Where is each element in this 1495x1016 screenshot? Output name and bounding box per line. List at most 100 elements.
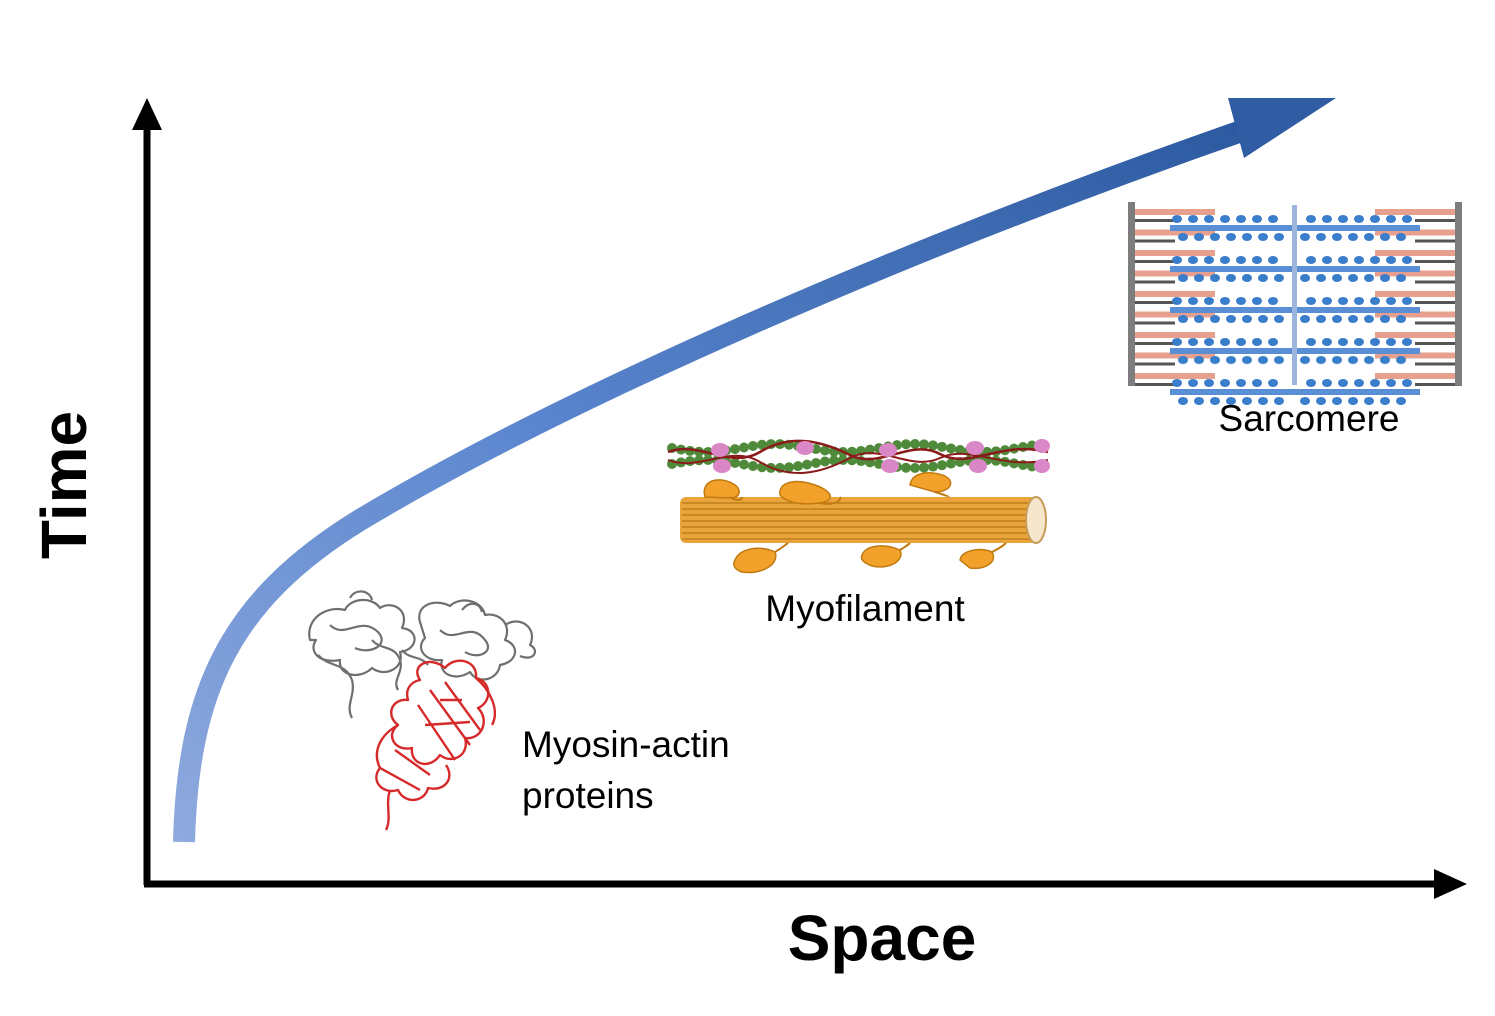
titin-segment-right: [1415, 239, 1455, 243]
myosin-head: [1322, 256, 1332, 264]
myosin-head: [1306, 379, 1316, 387]
myosin-head: [1386, 215, 1396, 223]
myosin-head: [1332, 315, 1342, 323]
thin-filament-right: [1375, 352, 1455, 359]
myosin-head: [1178, 274, 1188, 282]
titin-segment-left: [1135, 383, 1175, 386]
troponin-complexes: [711, 439, 1050, 473]
myosin-head: [1242, 233, 1252, 241]
myosin-head: [1300, 356, 1310, 364]
myosin-head: [1236, 215, 1246, 223]
actin-bead: [757, 439, 767, 450]
trend-arrow-shaft: [173, 117, 1254, 843]
actin-bead: [739, 459, 749, 470]
myosin-head: [1354, 379, 1364, 387]
thin-filament-left: [1135, 291, 1215, 297]
myosin-head: [1370, 215, 1380, 223]
myosin-head: [1306, 215, 1316, 223]
myosin-head: [1204, 256, 1214, 264]
myosin-head: [1252, 379, 1262, 387]
myosin-head: [1178, 356, 1188, 364]
myosin-head: [1370, 256, 1380, 264]
x-axis-arrowhead: [1434, 869, 1467, 899]
myosin-head: [1338, 297, 1348, 305]
myosin-head: [1236, 379, 1246, 387]
thin-filament-left: [1135, 332, 1215, 338]
myosin-head: [1268, 379, 1278, 387]
thin-filament-right: [1375, 229, 1455, 236]
myosin-head: [1380, 315, 1390, 323]
myosin-head: [1268, 338, 1278, 346]
myosin-head: [1220, 256, 1230, 264]
z-disc-right: [1455, 202, 1462, 386]
actin-bead: [955, 445, 965, 456]
myosin-head: [1402, 379, 1412, 387]
myosin-head: [1370, 379, 1380, 387]
myosin-head: [1274, 356, 1284, 364]
thin-filament-left: [1135, 270, 1215, 277]
myosin-head: [1348, 274, 1358, 282]
thin-filament-left: [1135, 209, 1215, 215]
myosin-head: [1322, 338, 1332, 346]
actin-bead: [730, 457, 740, 468]
myosin-head: [1300, 315, 1310, 323]
myosin-head: [1188, 338, 1198, 346]
myosin-head: [1354, 338, 1364, 346]
axes: [132, 98, 1467, 899]
myosin-head: [1364, 397, 1374, 405]
y-axis-arrowhead: [132, 98, 162, 130]
myosin-head: [1370, 338, 1380, 346]
myosin-head: [1252, 297, 1262, 305]
myosin-head: [1268, 256, 1278, 264]
titin-segment-left: [1135, 260, 1175, 263]
myosin-head: [1226, 356, 1236, 364]
myosin-head: [1348, 315, 1358, 323]
titin-segment-right: [1415, 260, 1455, 263]
myosin-head: [1252, 338, 1262, 346]
myosin-head: [1316, 397, 1326, 405]
titin-segment-right: [1415, 301, 1455, 304]
myosin-head: [1386, 338, 1396, 346]
scale-trend-arrow: [173, 98, 1336, 843]
tropomyosin-strand: [667, 439, 1049, 461]
actin-bead: [910, 439, 920, 450]
myosin-necks: [729, 491, 1007, 553]
myosin-head: [1364, 356, 1374, 364]
y-axis-title: Time: [28, 411, 100, 559]
titin-segment-left: [1135, 321, 1175, 325]
myosin-head: [1380, 356, 1390, 364]
myosin-head: [1178, 233, 1188, 241]
actin-bead: [919, 439, 929, 450]
myosin-head: [1194, 233, 1204, 241]
myosin-head: [1188, 379, 1198, 387]
myosin-head: [1204, 338, 1214, 346]
thin-filament-right: [1375, 332, 1455, 338]
myosin-head: [1322, 215, 1332, 223]
myosin-head: [1188, 215, 1198, 223]
myosin-head: [1316, 356, 1326, 364]
titin-segment-right: [1415, 383, 1455, 386]
myosin-head: [1364, 233, 1374, 241]
myosin-head: [1172, 379, 1182, 387]
myosin-head: [1226, 233, 1236, 241]
myosin-head: [1210, 274, 1220, 282]
myosin-head: [1258, 397, 1268, 405]
myosin-head: [1316, 233, 1326, 241]
titin-segment-left: [1135, 239, 1175, 243]
myosin-head: [1354, 297, 1364, 305]
thick-filament-end: [1025, 496, 1047, 544]
titin-segment-left: [1135, 219, 1175, 222]
actin-bead: [739, 442, 749, 453]
myosin-head: [1380, 233, 1390, 241]
myosin-head: [1322, 379, 1332, 387]
protein-label-line2: proteins: [522, 775, 654, 816]
z-disc-left: [1128, 202, 1135, 386]
myosin-head: [1194, 397, 1204, 405]
actin-bead: [685, 456, 695, 467]
actin-bead: [748, 440, 758, 451]
myosin-head: [1402, 297, 1412, 305]
myosin-head: [1354, 215, 1364, 223]
titin-segment-right: [1415, 280, 1455, 284]
actin-bead: [946, 443, 956, 454]
